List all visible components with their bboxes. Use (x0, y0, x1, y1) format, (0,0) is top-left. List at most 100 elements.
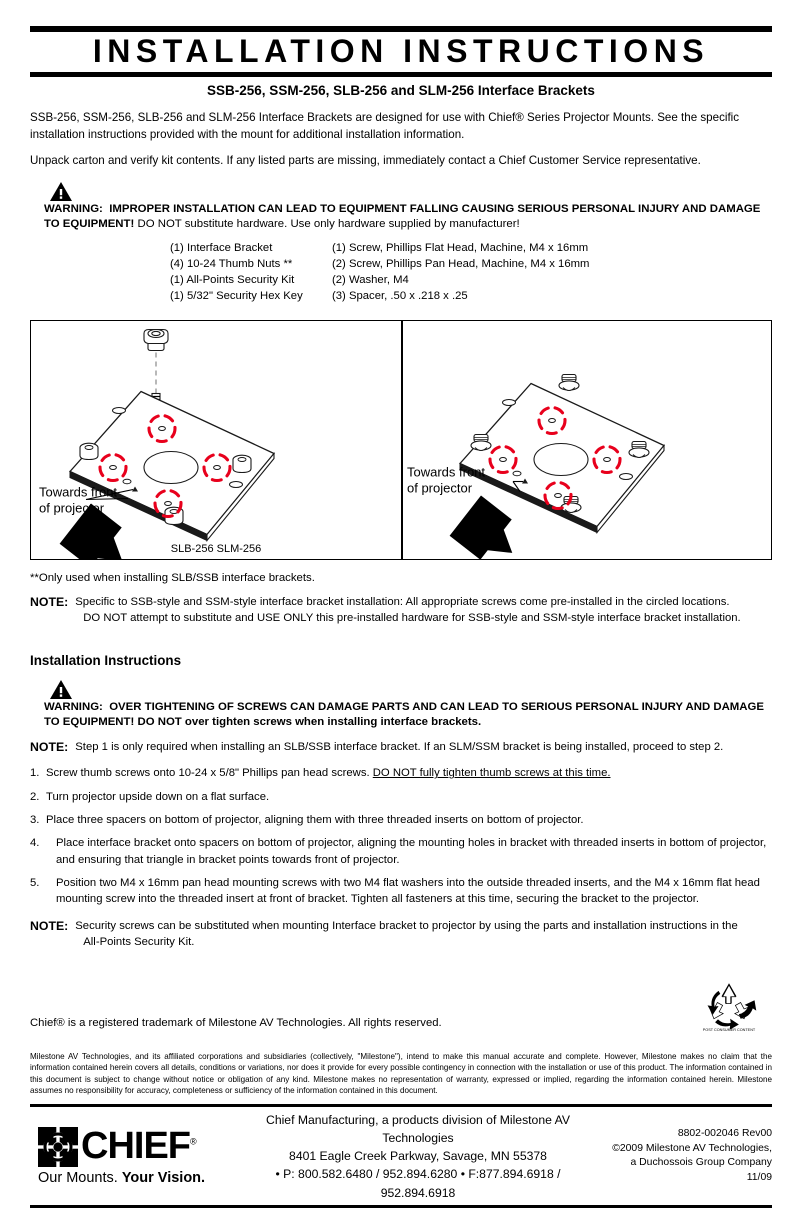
address-line-2: 8401 Eagle Creek Parkway, Savage, MN 553… (289, 1149, 547, 1164)
note-label: NOTE: (30, 918, 69, 933)
slm-256-bracket-diagram: Towards front of projector (407, 373, 666, 559)
revision-date: 11/09 (746, 1172, 772, 1184)
thumb-screw-exploded (143, 328, 169, 352)
intro-paragraph-1: SSB-256, SSM-256, SLB-256 and SLM-256 In… (30, 110, 740, 141)
note-label: NOTE: (30, 740, 69, 755)
figure-callout-line1: Towards front (407, 465, 485, 480)
parts-row: (1) Interface Bracket (1) Screw, Phillip… (170, 240, 772, 256)
parts-cell-right: (3) Spacer, .50 x .218 x .25 (332, 288, 772, 304)
parts-name: Spacer, .50 x .218 x .25 (348, 289, 468, 302)
brand-name: CHIEF (81, 1125, 191, 1168)
title-rule-bottom (30, 71, 772, 77)
installation-steps: 1. Screw thumb screws onto 10-24 x 5/8" … (30, 765, 772, 908)
highlight-circle (202, 452, 232, 483)
copyright-line: ©2009 Milestone AV Technologies, (612, 1142, 772, 1154)
parts-row: (1) 5/32" Security Hex Key (3) Spacer, .… (170, 288, 772, 304)
step-number: 2. (30, 790, 40, 803)
highlight-circle (488, 444, 518, 475)
parts-name: 5/32" Security Hex Key (186, 289, 303, 302)
recycle-icon: POST CONSUMER CONTENT (700, 977, 758, 1035)
step-text: Place three spacers on bottom of project… (46, 813, 584, 826)
callout-leader (85, 488, 134, 501)
title-rule-top (30, 26, 772, 32)
step-number: 1. (30, 767, 40, 780)
parts-qty: (1) (170, 273, 184, 286)
brand-tagline: Our Mounts. Your Vision. (38, 1170, 238, 1186)
parts-qty: (3) (332, 289, 346, 302)
bracket-plate (458, 382, 666, 535)
warning-label-2: WARNING: (44, 700, 103, 713)
parts-cell-left: (1) All-Points Security Kit (170, 272, 332, 288)
thumb-nut-footnote: **Only used when installing SLB/SSB inte… (30, 572, 315, 584)
figure-caption: SLB-256 SLM-256 (170, 543, 262, 555)
step-item: 5. Position two M4 x 16mm pan head mount… (30, 875, 772, 908)
warning-triangle-icon (50, 679, 772, 699)
note-line-2: DO NOT attempt to substitute and USE ONL… (83, 612, 741, 625)
step-item: 2. Turn projector upside down on a flat … (30, 789, 772, 805)
parts-name: Interface Bracket (186, 241, 273, 254)
note-body: Step 1 is only required when installing … (75, 741, 724, 754)
step-text: Place interface bracket onto spacers on … (56, 837, 767, 866)
warning-bold-2: OVER TIGHTENING OF SCREWS CAN DAMAGE PAR… (44, 700, 764, 728)
parts-qty: (1) (170, 241, 184, 254)
parts-name: Screw, Phillips Pan Head, Machine, M4 x … (348, 257, 590, 270)
pan-head-screw (558, 373, 580, 391)
parts-row: (1) All-Points Security Kit (2) Washer, … (170, 272, 772, 288)
highlight-circle (147, 413, 177, 444)
step-text: Screw thumb screws onto 10-24 x 5/8" Phi… (46, 765, 772, 781)
parts-name: 10-24 Thumb Nuts ** (186, 257, 293, 270)
trademark-text: Chief® is a registered trademark of Mile… (30, 1016, 442, 1029)
company-address: Chief Manufacturing, a products division… (238, 1111, 594, 1202)
thumb-nut-group (79, 442, 252, 526)
step-text: Position two M4 x 16mm pan head mounting… (56, 877, 760, 906)
step-number: 3. (30, 813, 40, 826)
parts-qty: (1) (332, 241, 346, 254)
parts-name: All-Points Security Kit (186, 273, 295, 286)
step-text: Turn projector upside down on a flat sur… (46, 790, 270, 803)
note-3: NOTE: Security screws can be substituted… (30, 918, 772, 951)
company-line: a Duchossois Group Company (630, 1157, 773, 1169)
note-label: NOTE: (30, 595, 69, 609)
document-legal-block: 8802-002046 Rev00 ©2009 Milestone AV Tec… (594, 1127, 772, 1186)
pan-head-screw (628, 440, 650, 458)
note-line-1: Specific to SSB-style and SSM-style inte… (75, 596, 730, 608)
thumb-nut (79, 442, 99, 461)
trademark-row: Chief® is a registered trademark of Mile… (30, 977, 772, 1035)
step-item: 1. Screw thumb screws onto 10-24 x 5/8" … (30, 765, 772, 781)
brand-wordmark: CHIEF® (81, 1127, 197, 1165)
step-item: 3. Place three spacers on bottom of proj… (30, 812, 772, 828)
figure-divider (401, 321, 403, 559)
note-1: NOTE: Specific to SSB-style and SSM-styl… (30, 594, 772, 627)
highlight-circle (592, 444, 622, 475)
note-body: Security screws can be substituted when … (75, 918, 772, 951)
figure-callout-line1: Towards front (39, 485, 117, 500)
note-line-1: Security screws can be substituted when … (75, 919, 738, 932)
tagline-bold: Your Vision. (121, 1169, 206, 1186)
parts-name: Washer, M4 (348, 273, 409, 286)
legal-disclaimer: Milestone AV Technologies, and its affil… (30, 1051, 772, 1096)
document-page: INSTALLATION INSTRUCTIONS SSB-256, SSM-2… (30, 26, 772, 1208)
tagline-light: Our Mounts. (38, 1169, 118, 1186)
warning-text-1: WARNING: IMPROPER INSTALLATION CAN LEAD … (44, 202, 772, 232)
parts-name: Screw, Phillips Flat Head, Machine, M4 x… (348, 241, 589, 254)
thumb-nut (232, 454, 252, 474)
front-direction-arrow (449, 495, 513, 559)
step-text-underlined: DO NOT fully tighten thumb screws at thi… (372, 767, 611, 780)
figure-right-panel: Towards front of projector (401, 321, 771, 559)
note-2: NOTE: Step 1 is only required when insta… (30, 739, 772, 757)
document-number: 8802-002046 Rev00 (677, 1127, 772, 1139)
intro-paragraph-2: Unpack carton and verify kit contents. I… (30, 154, 701, 168)
step-text-plain: Screw thumb screws onto 10-24 x 5/8" Phi… (46, 767, 370, 780)
parts-cell-right: (2) Washer, M4 (332, 272, 772, 288)
parts-list: (1) Interface Bracket (1) Screw, Phillip… (30, 240, 772, 304)
figure-callout-line2: of projector (407, 481, 473, 496)
parts-cell-right: (2) Screw, Phillips Pan Head, Machine, M… (332, 256, 772, 272)
note-line-2: All-Points Security Kit. (83, 936, 195, 949)
parts-cell-left: (1) 5/32" Security Hex Key (170, 288, 332, 304)
highlight-circle (537, 405, 567, 436)
front-direction-arrow (59, 503, 123, 559)
step-number: 5. (30, 877, 40, 890)
warning-block-2: WARNING: OVER TIGHTENING OF SCREWS CAN D… (44, 679, 772, 730)
highlight-circle (543, 480, 573, 511)
highlight-circle (98, 452, 128, 483)
